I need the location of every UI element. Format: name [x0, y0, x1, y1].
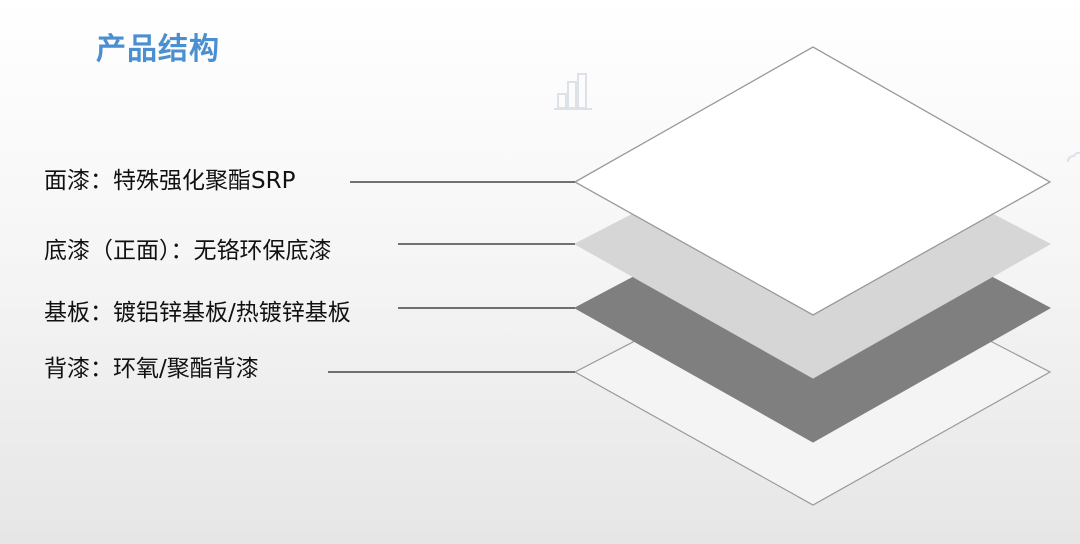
layer-label-primer: 底漆（正面）：无铬环保底漆 [44, 238, 332, 264]
layer-label-substrate: 基板：镀铝锌基板/热镀锌基板 [44, 300, 351, 326]
page-title: 产品结构 [96, 32, 220, 67]
layer-label-top-coat: 面漆：特殊强化聚酯SRP [44, 168, 296, 194]
layer-top-coat [573, 46, 1052, 316]
layer-label-back-coating: 背漆：环氧/聚酯背漆 [44, 356, 259, 382]
cloud-icon [1067, 151, 1080, 163]
building-chart-icon [554, 73, 592, 110]
